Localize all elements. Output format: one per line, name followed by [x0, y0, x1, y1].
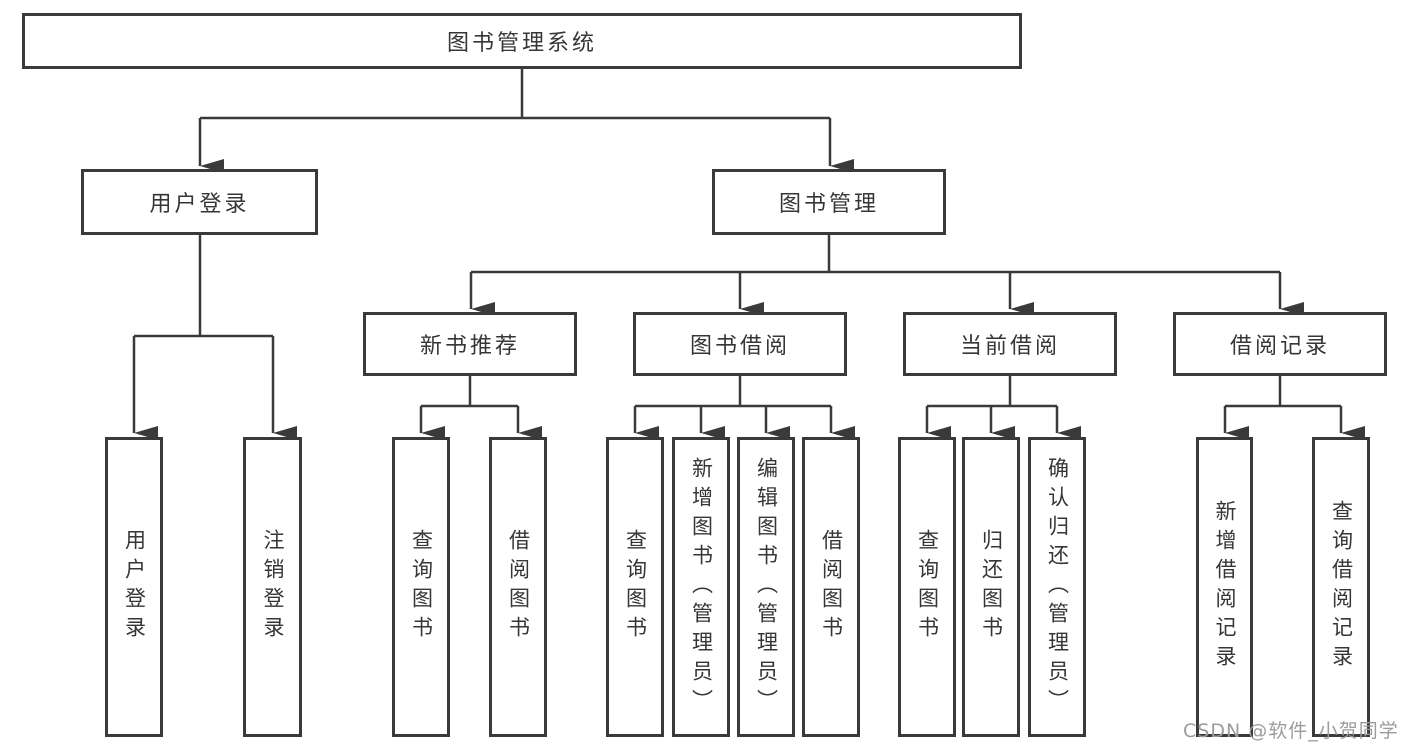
leaf-query-books-borrow: 查询图书 [606, 437, 664, 737]
leaf-user-login: 用户登录 [105, 437, 163, 737]
leaf-add-books-admin: 新增图书（管理员） [672, 437, 730, 737]
node-book-management-label: 图书管理 [778, 192, 879, 217]
connector-book-mgmt-children [469, 235, 1304, 316]
leaf-return-books-label: 归还图书 [979, 529, 1004, 645]
leaf-borrow-books-recommend-label: 借阅图书 [506, 529, 531, 645]
leaf-return-books: 归还图书 [962, 437, 1020, 737]
connector-user-login-children [132, 235, 297, 440]
leaf-query-books-recommend: 查询图书 [392, 437, 450, 737]
leaf-query-books-borrow-label: 查询图书 [623, 529, 648, 645]
node-book-borrow-label: 图书借阅 [689, 334, 790, 359]
node-new-book-recommend-label: 新书推荐 [419, 334, 520, 359]
node-new-book-recommend: 新书推荐 [363, 312, 577, 376]
connector-current-borrow-children [925, 376, 1081, 440]
leaf-borrow-books: 借阅图书 [802, 437, 860, 737]
connector-root-to-level2 [198, 69, 854, 173]
node-book-management: 图书管理 [712, 169, 946, 235]
node-current-borrow: 当前借阅 [903, 312, 1117, 376]
leaf-edit-books-admin: 编辑图书（管理员） [737, 437, 795, 737]
leaf-query-borrow-record-label: 查询借阅记录 [1329, 500, 1354, 674]
leaf-borrow-books-recommend: 借阅图书 [489, 437, 547, 737]
leaf-confirm-return-admin-label: 确认归还（管理员） [1045, 456, 1070, 718]
leaf-user-login-label: 用户登录 [122, 529, 147, 645]
node-library-management-system: 图书管理系统 [22, 13, 1022, 69]
connector-book-borrow-children [633, 376, 855, 440]
leaf-add-books-admin-label: 新增图书（管理员） [689, 456, 714, 718]
leaf-query-books-current: 查询图书 [898, 437, 956, 737]
leaf-query-books-recommend-label: 查询图书 [409, 529, 434, 645]
connector-new-book-children [419, 376, 542, 440]
leaf-query-books-current-label: 查询图书 [915, 529, 940, 645]
csdn-watermark: CSDN @软件_小贺同学 [1183, 720, 1399, 742]
node-borrow-records: 借阅记录 [1173, 312, 1387, 376]
leaf-logout: 注销登录 [243, 437, 302, 737]
node-borrow-records-label: 借阅记录 [1229, 334, 1330, 359]
leaf-borrow-books-label: 借阅图书 [819, 529, 844, 645]
connector-borrow-records-children [1223, 376, 1365, 440]
node-user-login-label: 用户登录 [149, 192, 250, 217]
node-user-login: 用户登录 [81, 169, 318, 235]
leaf-query-borrow-record: 查询借阅记录 [1312, 437, 1370, 737]
node-book-borrow: 图书借阅 [633, 312, 847, 376]
node-library-management-system-label: 图书管理系统 [446, 31, 597, 56]
leaf-confirm-return-admin: 确认归还（管理员） [1028, 437, 1086, 737]
leaf-logout-label: 注销登录 [261, 529, 285, 645]
leaf-edit-books-admin-label: 编辑图书（管理员） [754, 456, 779, 718]
leaf-add-borrow-record: 新增借阅记录 [1196, 437, 1253, 737]
leaf-add-borrow-record-label: 新增借阅记录 [1213, 500, 1237, 674]
node-current-borrow-label: 当前借阅 [959, 334, 1060, 359]
